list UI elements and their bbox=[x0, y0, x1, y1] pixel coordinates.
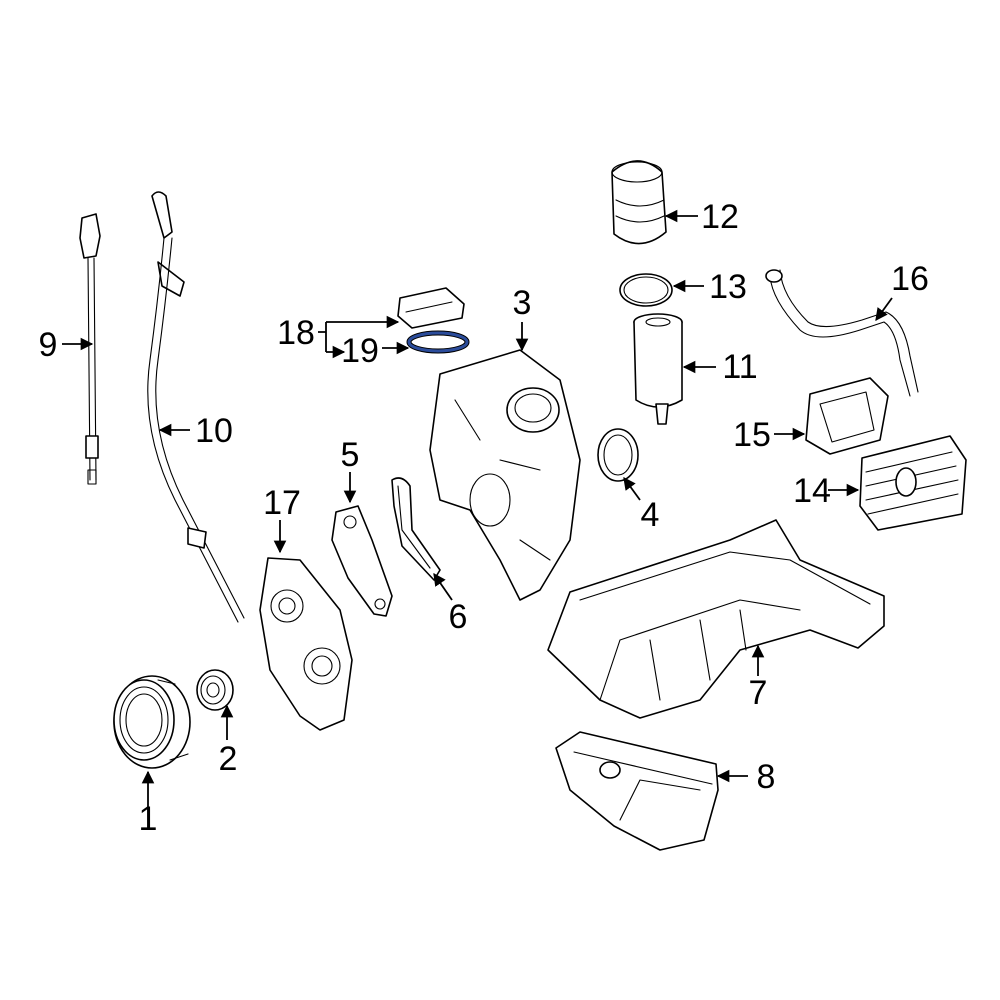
part-9-dipstick bbox=[79, 213, 101, 485]
part-11-oil-filter bbox=[633, 313, 683, 425]
callout-6: 6 bbox=[449, 598, 468, 636]
callout-7: 7 bbox=[749, 674, 768, 712]
callout-15: 15 bbox=[733, 416, 771, 454]
callout-2: 2 bbox=[219, 740, 238, 778]
part-15-gasket bbox=[805, 377, 889, 455]
part-8-lower-oil-pan bbox=[555, 731, 719, 851]
part-14-oil-cooler bbox=[859, 435, 967, 531]
callout-9: 9 bbox=[39, 326, 58, 364]
callout-12: 12 bbox=[701, 198, 739, 236]
part-18-cap bbox=[397, 287, 465, 329]
part-19-seal-ring bbox=[406, 330, 470, 354]
part-17-cover-plate bbox=[259, 557, 353, 731]
part-12-filter-cap bbox=[611, 160, 667, 245]
part-1-pulley bbox=[113, 675, 191, 769]
part-10-dipstick-tube bbox=[147, 191, 245, 623]
callout-18: 18 bbox=[277, 314, 315, 352]
callout-4: 4 bbox=[641, 496, 660, 534]
callout-8: 8 bbox=[757, 758, 776, 796]
part-7-upper-oil-pan bbox=[547, 519, 885, 719]
part-2-plug bbox=[196, 669, 234, 711]
part-13-o-ring bbox=[619, 273, 673, 307]
callout-17: 17 bbox=[263, 484, 301, 522]
callout-3: 3 bbox=[513, 284, 532, 322]
part-5-bracket bbox=[331, 505, 393, 617]
callout-14: 14 bbox=[793, 472, 831, 510]
part-3-timing-cover bbox=[429, 349, 581, 601]
part-4-seal bbox=[597, 428, 639, 482]
callout-19: 19 bbox=[341, 332, 379, 370]
callout-11: 11 bbox=[722, 348, 757, 386]
callout-labels: 1 2 3 4 5 6 7 8 9 10 11 12 13 14 15 16 1… bbox=[39, 198, 929, 838]
callout-13: 13 bbox=[709, 268, 747, 306]
leader-lines bbox=[62, 209, 893, 810]
part-16-hose bbox=[765, 269, 919, 397]
callout-5: 5 bbox=[341, 436, 360, 474]
callout-16: 16 bbox=[891, 260, 929, 298]
part-6-gasket bbox=[391, 477, 441, 581]
callout-1: 1 bbox=[139, 800, 158, 838]
callout-10: 10 bbox=[195, 412, 233, 450]
